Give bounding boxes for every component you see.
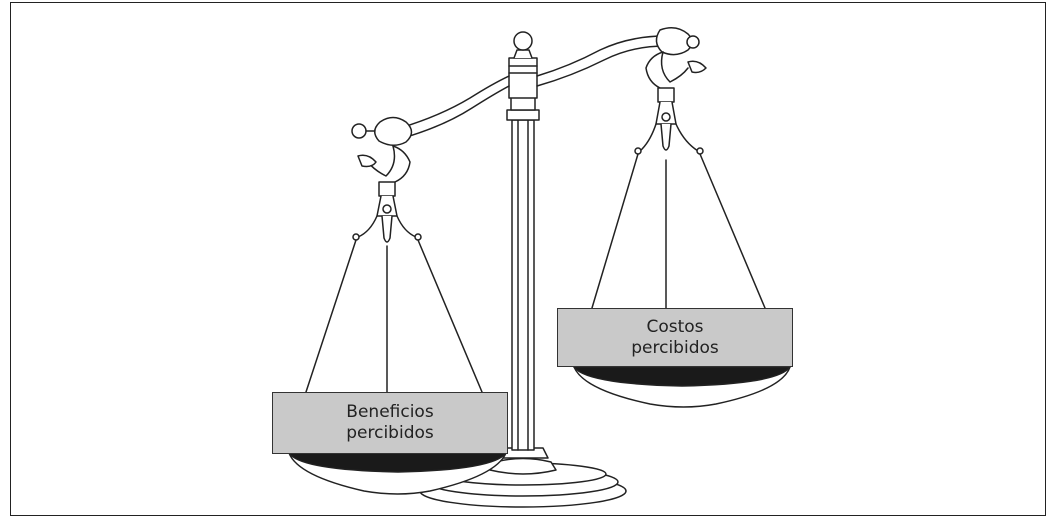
scale-base [419,447,627,508]
benefits-label-line2: percibidos [346,423,434,443]
scale-column [506,31,540,451]
left-hanger [352,145,422,243]
costs-label-line1: Costos [646,316,704,337]
costs-label-line2: percibidos [631,337,719,358]
benefits-label-line1: Beneficios [346,402,434,422]
right-hanger [634,51,707,155]
benefits-label-box: Beneficios percibidos [272,392,508,454]
right-pan [573,366,791,408]
left-pan [288,452,507,495]
scale-beam [351,27,700,146]
costs-label-box: Costos percibidos [557,308,793,367]
